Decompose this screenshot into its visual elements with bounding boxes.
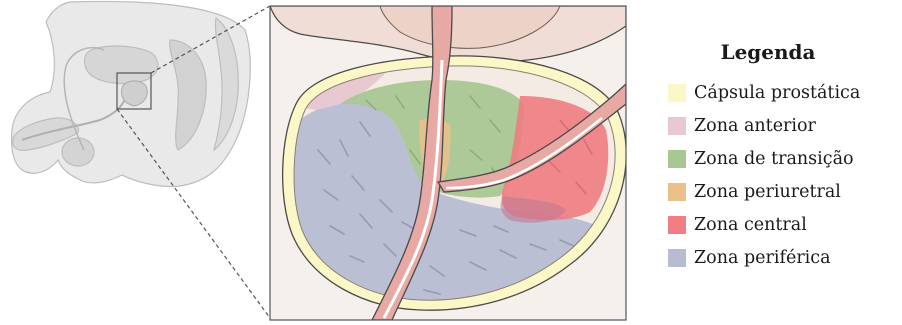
legend-label-transition: Zona de transição xyxy=(694,149,854,169)
legend-swatch-central xyxy=(668,216,686,234)
legend-label-periurethral: Zona periuretral xyxy=(694,182,841,202)
legend-item-periurethral: Zona periuretral xyxy=(668,175,898,208)
legend-items: Cápsula prostática Zona anterior Zona de… xyxy=(668,76,898,274)
legend-title: Legenda xyxy=(668,40,868,64)
legend-swatch-peripheral xyxy=(668,249,686,267)
bladder-shape xyxy=(85,46,158,83)
legend-swatch-anterior xyxy=(668,117,686,135)
legend-item-anterior: Zona anterior xyxy=(668,109,898,142)
legend-label-capsule: Cápsula prostática xyxy=(694,83,860,103)
legend-swatch-periurethral xyxy=(668,183,686,201)
legend-label-central: Zona central xyxy=(694,215,807,235)
legend: Legenda Cápsula prostática Zona anterior… xyxy=(668,40,898,274)
legend-swatch-transition xyxy=(668,150,686,168)
legend-item-transition: Zona de transição xyxy=(668,142,898,175)
legend-label-anterior: Zona anterior xyxy=(694,116,816,136)
zoom-panel xyxy=(270,6,626,320)
legend-swatch-capsule xyxy=(668,84,686,102)
legend-item-capsule: Cápsula prostática xyxy=(668,76,898,109)
testis-shape xyxy=(62,138,94,166)
legend-item-peripheral: Zona periférica xyxy=(668,241,898,274)
legend-item-central: Zona central xyxy=(668,208,898,241)
legend-label-peripheral: Zona periférica xyxy=(694,248,831,268)
